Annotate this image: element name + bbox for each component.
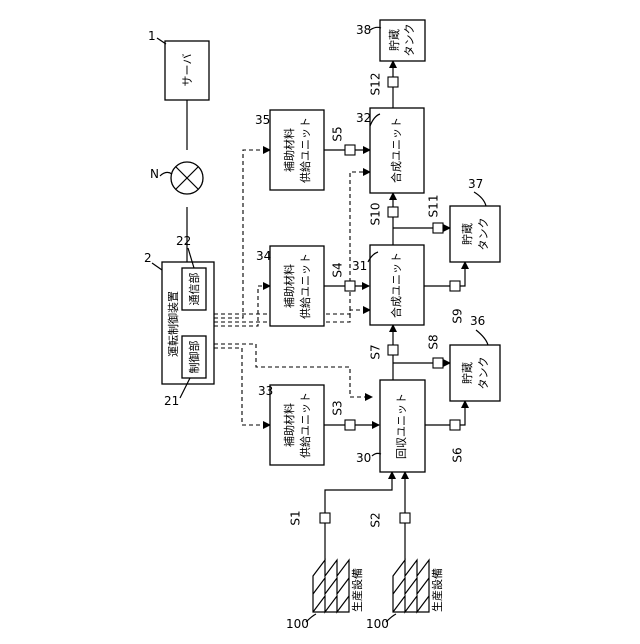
tank-37-leader (474, 192, 486, 206)
sensor-s12-box (388, 77, 398, 87)
synth-unit-31: 合成ユニット (370, 245, 424, 325)
svg-text:供給ユニット: 供給ユニット (298, 253, 312, 319)
sensor-s4-box (345, 281, 355, 291)
facility-1 (313, 560, 349, 612)
server-box: サーバ (165, 41, 209, 100)
tank-37-ref: 37 (468, 177, 483, 191)
network-label: N (150, 167, 159, 181)
supply-35-ref: 35 (255, 113, 270, 127)
comm-unit-ref: 22 (176, 234, 191, 248)
server-label: サーバ (181, 54, 194, 87)
sensor-s12-label: S12 (369, 73, 383, 96)
tank-36-leader (476, 330, 488, 345)
sensor-s3-box (345, 420, 355, 430)
sensor-s2-box (400, 513, 410, 523)
sensor-s1-box (320, 513, 330, 523)
recovery-unit: 回収ユニット (380, 380, 425, 472)
controller-title: 運転制御装置 (166, 291, 180, 357)
sensor-s11-label: S11 (427, 195, 441, 218)
svg-text:供給ユニット: 供給ユニット (298, 117, 312, 183)
controller-box: 運転制御装置 通信部 制御部 (162, 262, 214, 384)
svg-text:貯蔵: 貯蔵 (461, 223, 474, 245)
supply-unit-35: 補助材料 供給ユニット (270, 110, 324, 190)
supply-unit-33: 補助材料 供給ユニット (270, 385, 324, 465)
svg-text:合成ユニット: 合成ユニット (389, 252, 403, 318)
supply-34-ref: 34 (256, 249, 271, 263)
recovery-ref: 30 (356, 451, 371, 465)
synth-31-ref: 31 (352, 259, 367, 273)
sensor-s8-box (433, 358, 443, 368)
controller-ref: 2 (144, 251, 152, 265)
svg-text:供給ユニット: 供給ユニット (298, 392, 312, 458)
facility-1-label: 生産設備 (350, 568, 364, 612)
sensor-s5-box (345, 145, 355, 155)
ctrl-supply34-line (214, 286, 270, 326)
tank-38: 貯蔵 タンク (380, 20, 425, 61)
tank-38-ref: 38 (356, 23, 371, 37)
facility-2-ref: 100 (366, 617, 389, 631)
tank-36-ref: 36 (470, 314, 485, 328)
network-leader (160, 172, 172, 176)
network-node (171, 162, 203, 194)
sensor-s7-label: S7 (369, 344, 383, 359)
sensor-s5-label: S5 (331, 126, 345, 141)
sensor-s6-box (450, 420, 460, 430)
svg-text:タンク: タンク (477, 218, 490, 251)
controller-leader (152, 263, 162, 270)
sensor-s6-label: S6 (451, 447, 465, 462)
svg-text:補助材料: 補助材料 (282, 128, 296, 172)
svg-text:タンク: タンク (477, 357, 490, 390)
svg-text:貯蔵: 貯蔵 (461, 362, 474, 384)
sensor-s3-label: S3 (331, 400, 345, 415)
sensor-s2-label: S2 (369, 512, 383, 527)
supply-unit-34: 補助材料 供給ユニット (270, 246, 324, 326)
supply-33-ref: 33 (258, 384, 273, 398)
sensor-s8-label: S8 (427, 334, 441, 349)
sensor-s4-label: S4 (331, 262, 345, 277)
control-unit-ref: 21 (164, 394, 179, 408)
svg-text:貯蔵: 貯蔵 (388, 29, 401, 51)
control-unit-label: 制御部 (187, 341, 201, 374)
tank-37: 貯蔵 タンク (450, 206, 500, 262)
synth-unit-32: 合成ユニット (370, 108, 424, 193)
sensor-s11-box (433, 223, 443, 233)
facility-2 (393, 560, 429, 612)
svg-text:合成ユニット: 合成ユニット (389, 117, 403, 183)
sensor-s7-box (388, 345, 398, 355)
svg-text:タンク: タンク (403, 24, 416, 57)
facility-2-label: 生産設備 (430, 568, 444, 612)
svg-text:回収ユニット: 回収ユニット (395, 393, 408, 459)
svg-text:補助材料: 補助材料 (282, 403, 296, 447)
tank-36: 貯蔵 タンク (450, 345, 500, 401)
sensor-s10-box (388, 207, 398, 217)
sensor-s9-box (450, 281, 460, 291)
sensor-s1-label: S1 (289, 510, 303, 525)
ctrl-supply35-line (214, 150, 270, 318)
synth-32-ref: 32 (356, 111, 371, 125)
sensor-s9-label: S9 (451, 308, 465, 323)
sensor-s10-label: S10 (369, 203, 383, 226)
server-ref: 1 (148, 29, 156, 43)
comm-unit-label: 通信部 (187, 273, 201, 306)
facility-1-ref: 100 (286, 617, 309, 631)
svg-text:補助材料: 補助材料 (282, 264, 296, 308)
